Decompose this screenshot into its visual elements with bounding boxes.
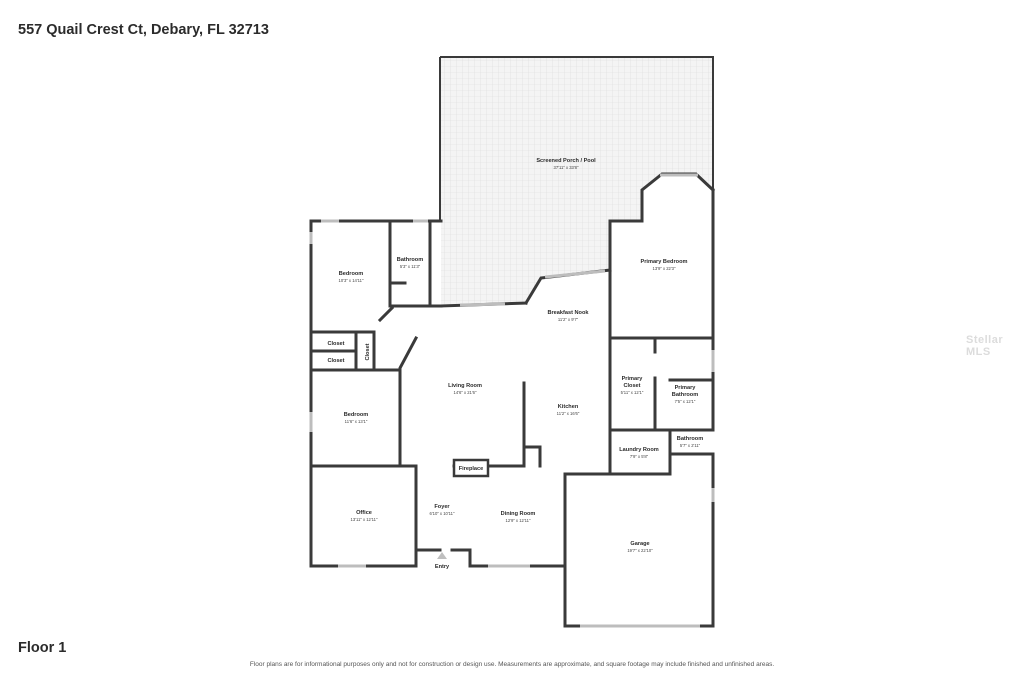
foyer-dim: 6'10" x 10'11" (430, 511, 455, 516)
dining-room-name: Dining Room (501, 511, 536, 517)
primary-closet-name-2: Closet (623, 383, 640, 389)
windows (309, 173, 715, 628)
garage-name: Garage (630, 541, 649, 547)
breakfast-nook-name: Breakfast Nook (547, 310, 589, 316)
porch-floor (440, 57, 713, 306)
garage-dim: 19'7" x 22'10" (627, 548, 653, 553)
floor-label: Floor 1 (18, 640, 67, 656)
bathroom1-name: Bathroom (397, 257, 423, 263)
office-dim: 13'11" x 12'11" (350, 517, 378, 522)
entry-arrow-icon (437, 552, 447, 559)
closet1-name: Closet (327, 341, 344, 347)
primary-bathroom-name-1: Primary (675, 385, 697, 391)
foyer-name: Foyer (434, 504, 450, 510)
room-labels: Screened Porch / Pool 37'11" x 33'8" Bed… (327, 158, 703, 570)
kitchen-dim: 11'2" x 16'6" (557, 411, 580, 416)
living-room-dim: 14'6" x 21'6" (454, 390, 477, 395)
breakfast-nook-dim: 11'2" x 9'7" (558, 317, 579, 322)
property-address: 557 Quail Crest Ct, Debary, FL 32713 (18, 22, 269, 38)
primary-bedroom-name: Primary Bedroom (641, 259, 688, 265)
laundry-room-name: Laundry Room (619, 447, 658, 453)
bathroom2-dim: 5'7" x 2'11" (680, 443, 701, 448)
porch-name: Screened Porch / Pool (536, 158, 596, 164)
primary-bathroom-dim: 7'5" x 12'1" (675, 399, 696, 404)
porch-dim: 37'11" x 33'8" (554, 165, 579, 170)
primary-bedroom-dim: 13'9" x 22'3" (653, 266, 676, 271)
primary-closet-name-1: Primary (622, 376, 644, 382)
laundry-room-dim: 7'9" x 5'8" (630, 454, 649, 459)
kitchen-name: Kitchen (558, 404, 579, 410)
bedroom1-name: Bedroom (339, 271, 364, 277)
living-room-name: Living Room (448, 383, 482, 389)
closet3-name: Closet (365, 343, 371, 360)
office-name: Office (356, 510, 372, 516)
primary-closet-dim: 5'11" x 12'1" (621, 390, 644, 395)
primary-bathroom-name-2: Bathroom (672, 392, 698, 398)
bathroom2-name: Bathroom (677, 436, 703, 442)
fireplace-name: Fireplace (459, 466, 484, 472)
watermark: Stellar MLS (966, 334, 1004, 358)
entry-name: Entry (435, 564, 450, 570)
disclaimer: Floor plans are for informational purpos… (249, 661, 775, 668)
bedroom1-dim: 10'3" x 14'11" (339, 278, 364, 283)
dining-room-dim: 12'9" x 12'11" (506, 518, 531, 523)
bedroom2-name: Bedroom (344, 412, 369, 418)
bedroom2-dim: 11'6" x 13'1" (345, 419, 368, 424)
closet2-name: Closet (327, 358, 344, 364)
bathroom1-dim: 5'3" x 11'3" (400, 264, 421, 269)
